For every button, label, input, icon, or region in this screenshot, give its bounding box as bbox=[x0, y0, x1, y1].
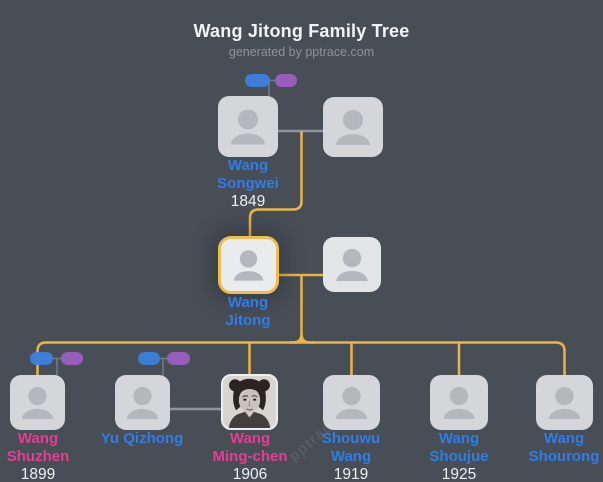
birth-year: 1906 bbox=[232, 466, 268, 482]
person-label-wang-shoujue: Wang Shoujue 1925 bbox=[404, 430, 514, 482]
person-silhouette-icon bbox=[126, 386, 159, 419]
children-trunk-line bbox=[36, 341, 566, 376]
page-subtitle: generated by pptrace.com bbox=[228, 45, 375, 59]
person-label-wang-jitong: Wang Jitong bbox=[225, 294, 271, 329]
person-silhouette-icon bbox=[336, 248, 368, 281]
person-label-yu-qizhong: Yu Qizhong bbox=[100, 430, 184, 447]
portrait-photo bbox=[223, 376, 276, 428]
birth-year: 1919 bbox=[333, 466, 369, 482]
collapsed-mother-pill-songwei[interactable] bbox=[275, 74, 297, 87]
person-card-wang-shuzhen[interactable] bbox=[10, 375, 65, 430]
person-label-shouwu-wang: Shouwu Wang 1919 bbox=[296, 430, 406, 482]
birth-year: 1899 bbox=[20, 466, 56, 482]
person-card-yu-qizhong[interactable] bbox=[115, 375, 170, 430]
person-silhouette-icon bbox=[548, 386, 581, 419]
person-card-wang-jitong[interactable] bbox=[218, 236, 279, 294]
collapsed-father-pill-shuzhen[interactable] bbox=[30, 352, 53, 365]
birth-year: 1925 bbox=[441, 466, 477, 482]
collapsed-father-pill-yuqizhong[interactable] bbox=[138, 352, 160, 365]
children-drop-lines bbox=[248, 342, 461, 376]
collapsed-mother-pill-shuzhen[interactable] bbox=[61, 352, 83, 365]
person-card-wang-ming-chen[interactable] bbox=[221, 374, 278, 430]
person-silhouette-icon bbox=[233, 250, 264, 281]
person-card-wang-songwei[interactable] bbox=[218, 96, 278, 157]
page-title: Wang Jitong Family Tree bbox=[193, 21, 410, 41]
descent-line-to-jitong bbox=[248, 131, 303, 237]
person-card-unnamed-spouse-gen2[interactable] bbox=[323, 237, 381, 292]
person-silhouette-icon bbox=[443, 386, 475, 419]
person-silhouette-icon bbox=[335, 386, 368, 419]
person-card-shouwu-wang[interactable] bbox=[323, 375, 380, 430]
person-label-wang-shuzhen: Wang Shuzhen 1899 bbox=[0, 430, 93, 482]
birth-year: 1849 bbox=[230, 193, 266, 210]
person-silhouette-icon bbox=[231, 109, 265, 145]
person-silhouette-icon bbox=[336, 110, 370, 145]
collapsed-mother-pill-yuqizhong[interactable] bbox=[167, 352, 190, 365]
person-card-wang-shoujue[interactable] bbox=[430, 375, 488, 430]
person-label-wang-shourong: Wang Shourong bbox=[528, 430, 600, 465]
person-card-wang-shourong[interactable] bbox=[536, 375, 593, 430]
person-silhouette-icon bbox=[21, 386, 54, 419]
person-label-wang-ming-chen: Wang Ming-chen 1906 bbox=[195, 430, 305, 482]
person-label-wang-songwei: Wang Songwei 1849 bbox=[193, 157, 303, 210]
person-card-unnamed-spouse-gen1[interactable] bbox=[323, 97, 383, 157]
collapsed-father-pill-songwei[interactable] bbox=[245, 74, 270, 87]
